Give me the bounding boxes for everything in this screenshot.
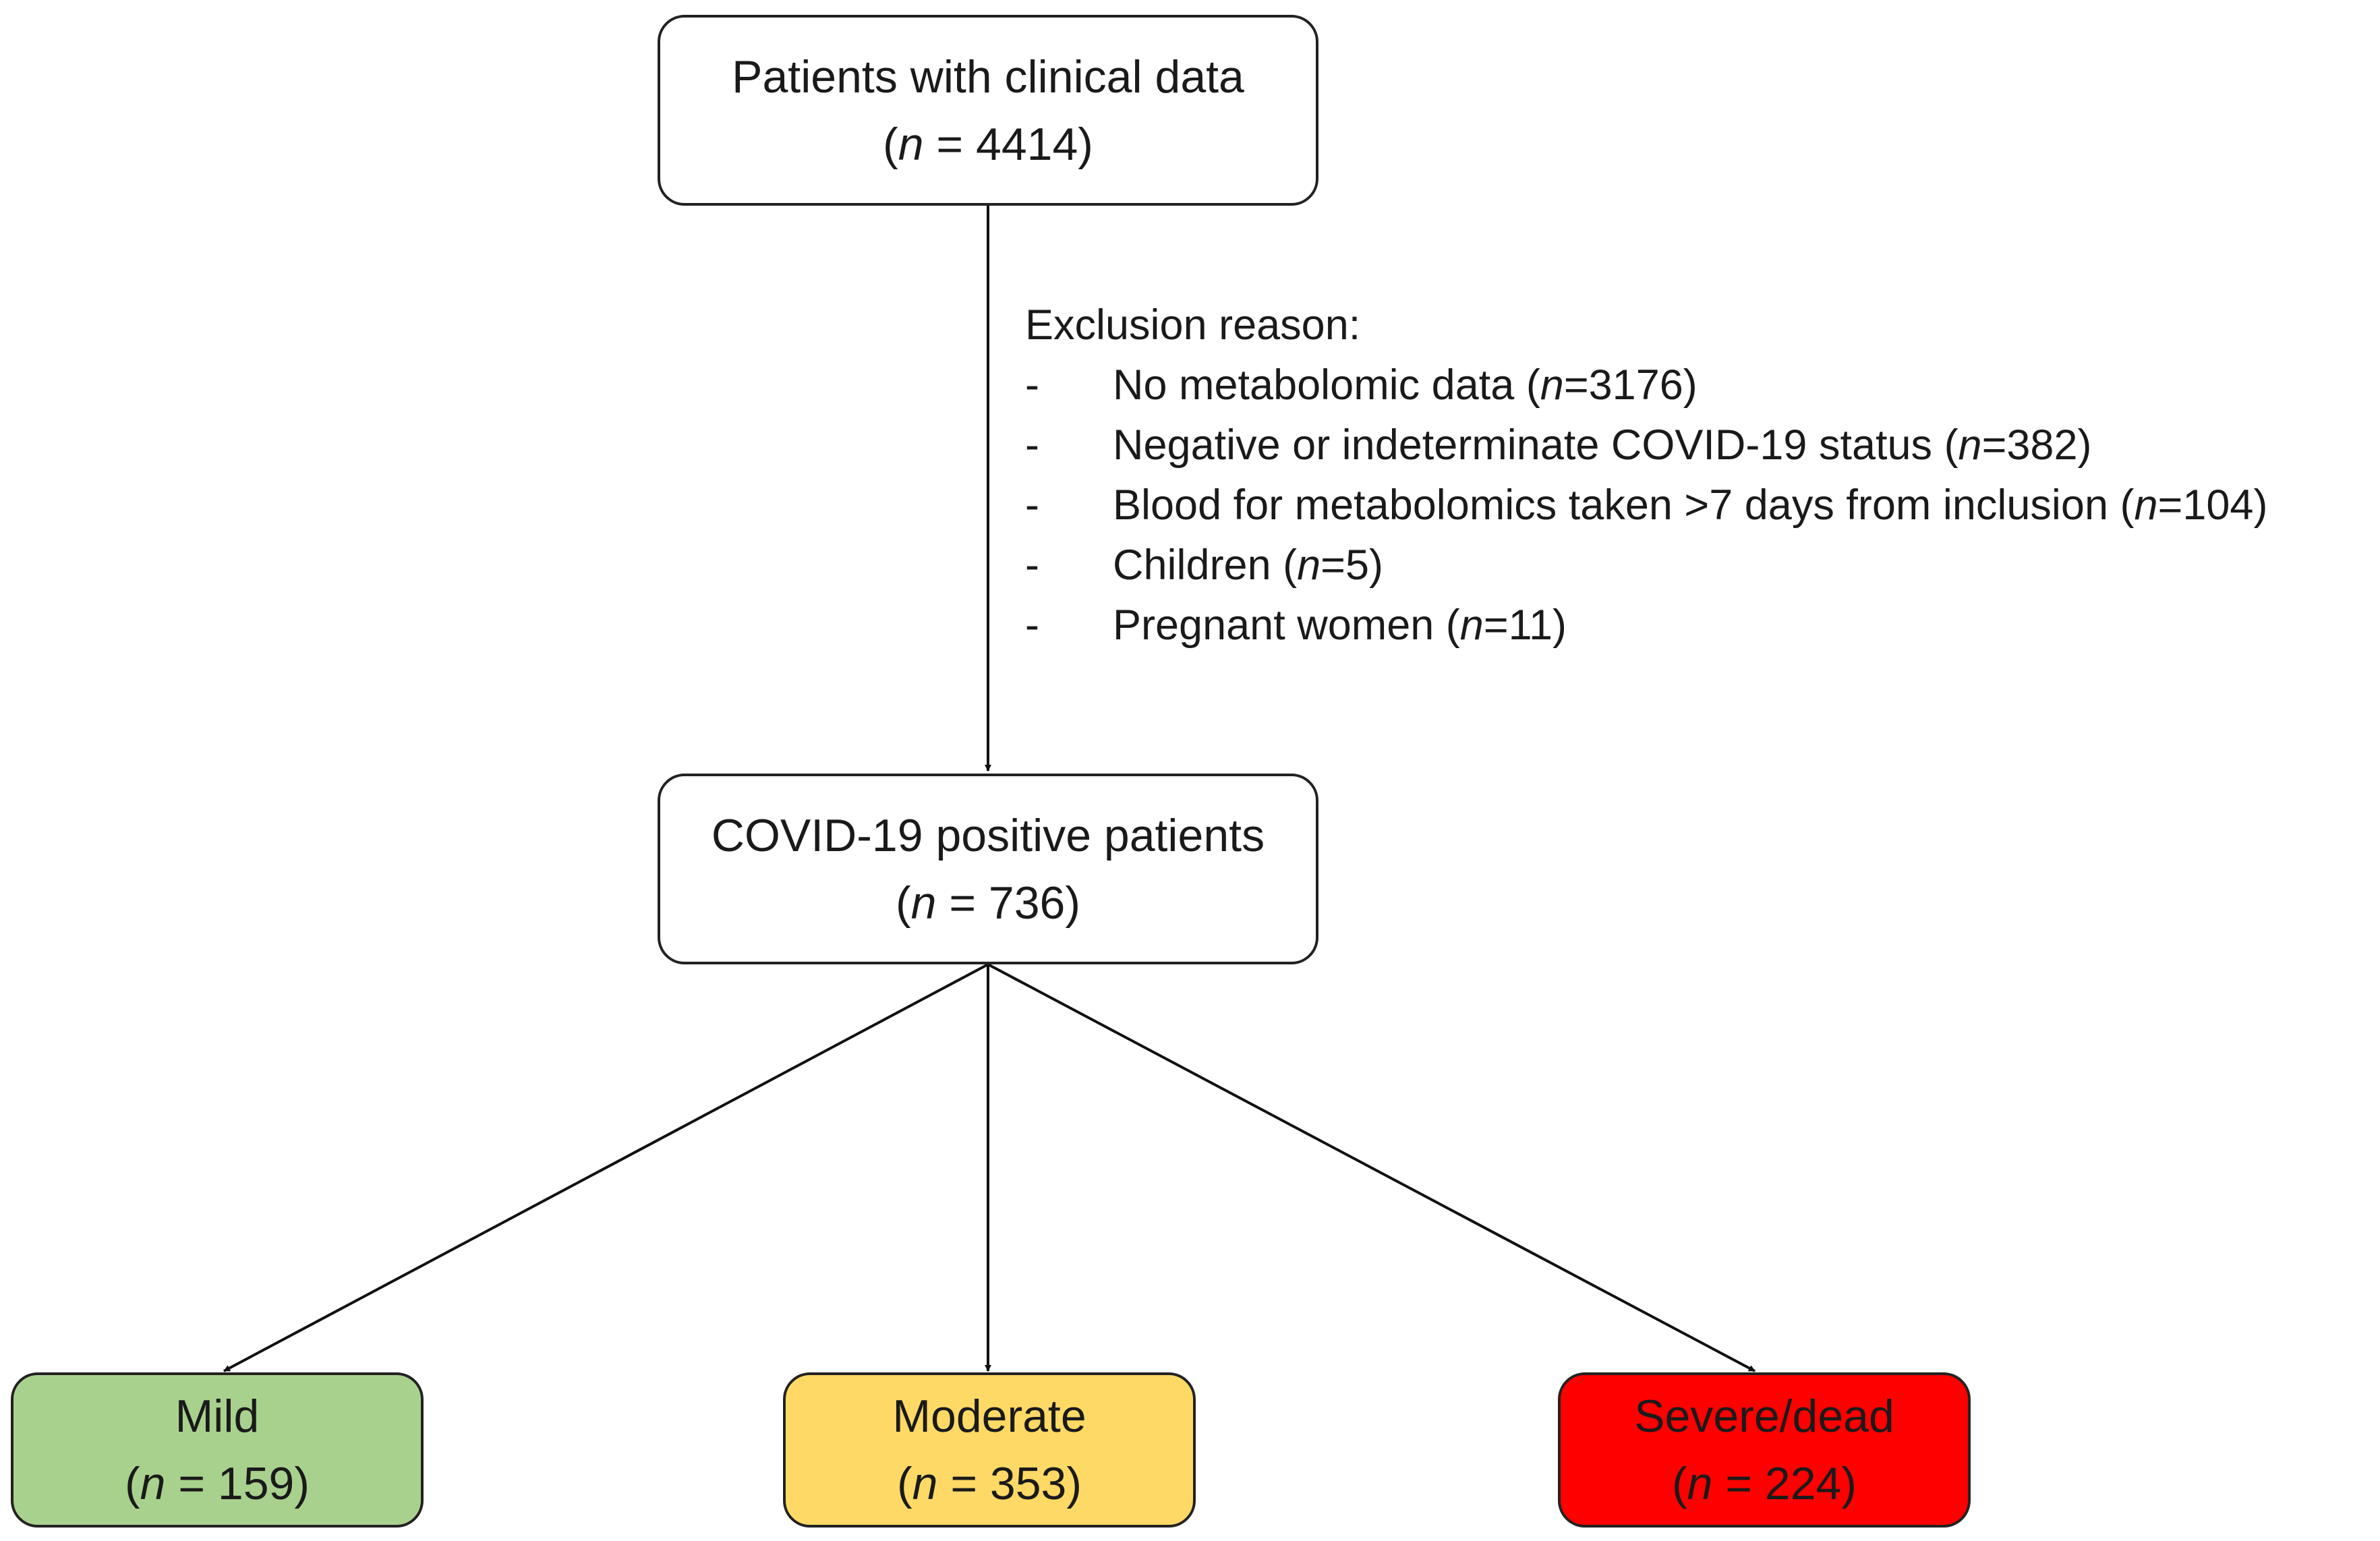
box-count: (n = 736) bbox=[895, 877, 1081, 929]
patients-clinical-data-box: Patients with clinical data (n = 4414) bbox=[658, 15, 1318, 206]
box-title: COVID-19 positive patients bbox=[711, 809, 1265, 861]
severe-dead-box: Severe/dead (n = 224) bbox=[1558, 1372, 1971, 1528]
box-title: Severe/dead bbox=[1634, 1391, 1894, 1442]
box-title: Patients with clinical data bbox=[732, 51, 1244, 103]
exclusion-item: -Blood for metabolomics taken >7 days fr… bbox=[1025, 482, 2268, 529]
box-title: Moderate bbox=[892, 1391, 1086, 1442]
exclusion-item: -Children (n = 5) bbox=[1025, 542, 1383, 589]
exclusion-item: -Negative or indeterminate COVID-19 stat… bbox=[1025, 421, 2092, 469]
box-count: (n = 159) bbox=[124, 1458, 310, 1509]
mild-box: Mild (n = 159) bbox=[11, 1372, 424, 1528]
arrow-middle-to-mild bbox=[223, 963, 989, 1372]
exclusion-item: -No metabolomic data (n = 3176) bbox=[1025, 361, 1697, 409]
box-title: Mild bbox=[175, 1391, 260, 1442]
box-count: (n = 224) bbox=[1671, 1458, 1857, 1509]
arrow-middle-to-severe bbox=[987, 963, 1755, 1372]
exclusion-item: -Pregnant women (n = 11) bbox=[1025, 602, 1567, 649]
moderate-box: Moderate (n = 353) bbox=[783, 1372, 1196, 1528]
covid-positive-box: COVID-19 positive patients (n = 736) bbox=[658, 774, 1318, 964]
box-count: (n = 353) bbox=[896, 1458, 1082, 1509]
exclusion-reasons: Exclusion reason: -No metabolomic data (… bbox=[1025, 295, 2267, 656]
exclusion-heading: Exclusion reason: bbox=[1025, 301, 1361, 349]
box-count: (n = 4414) bbox=[883, 118, 1093, 170]
